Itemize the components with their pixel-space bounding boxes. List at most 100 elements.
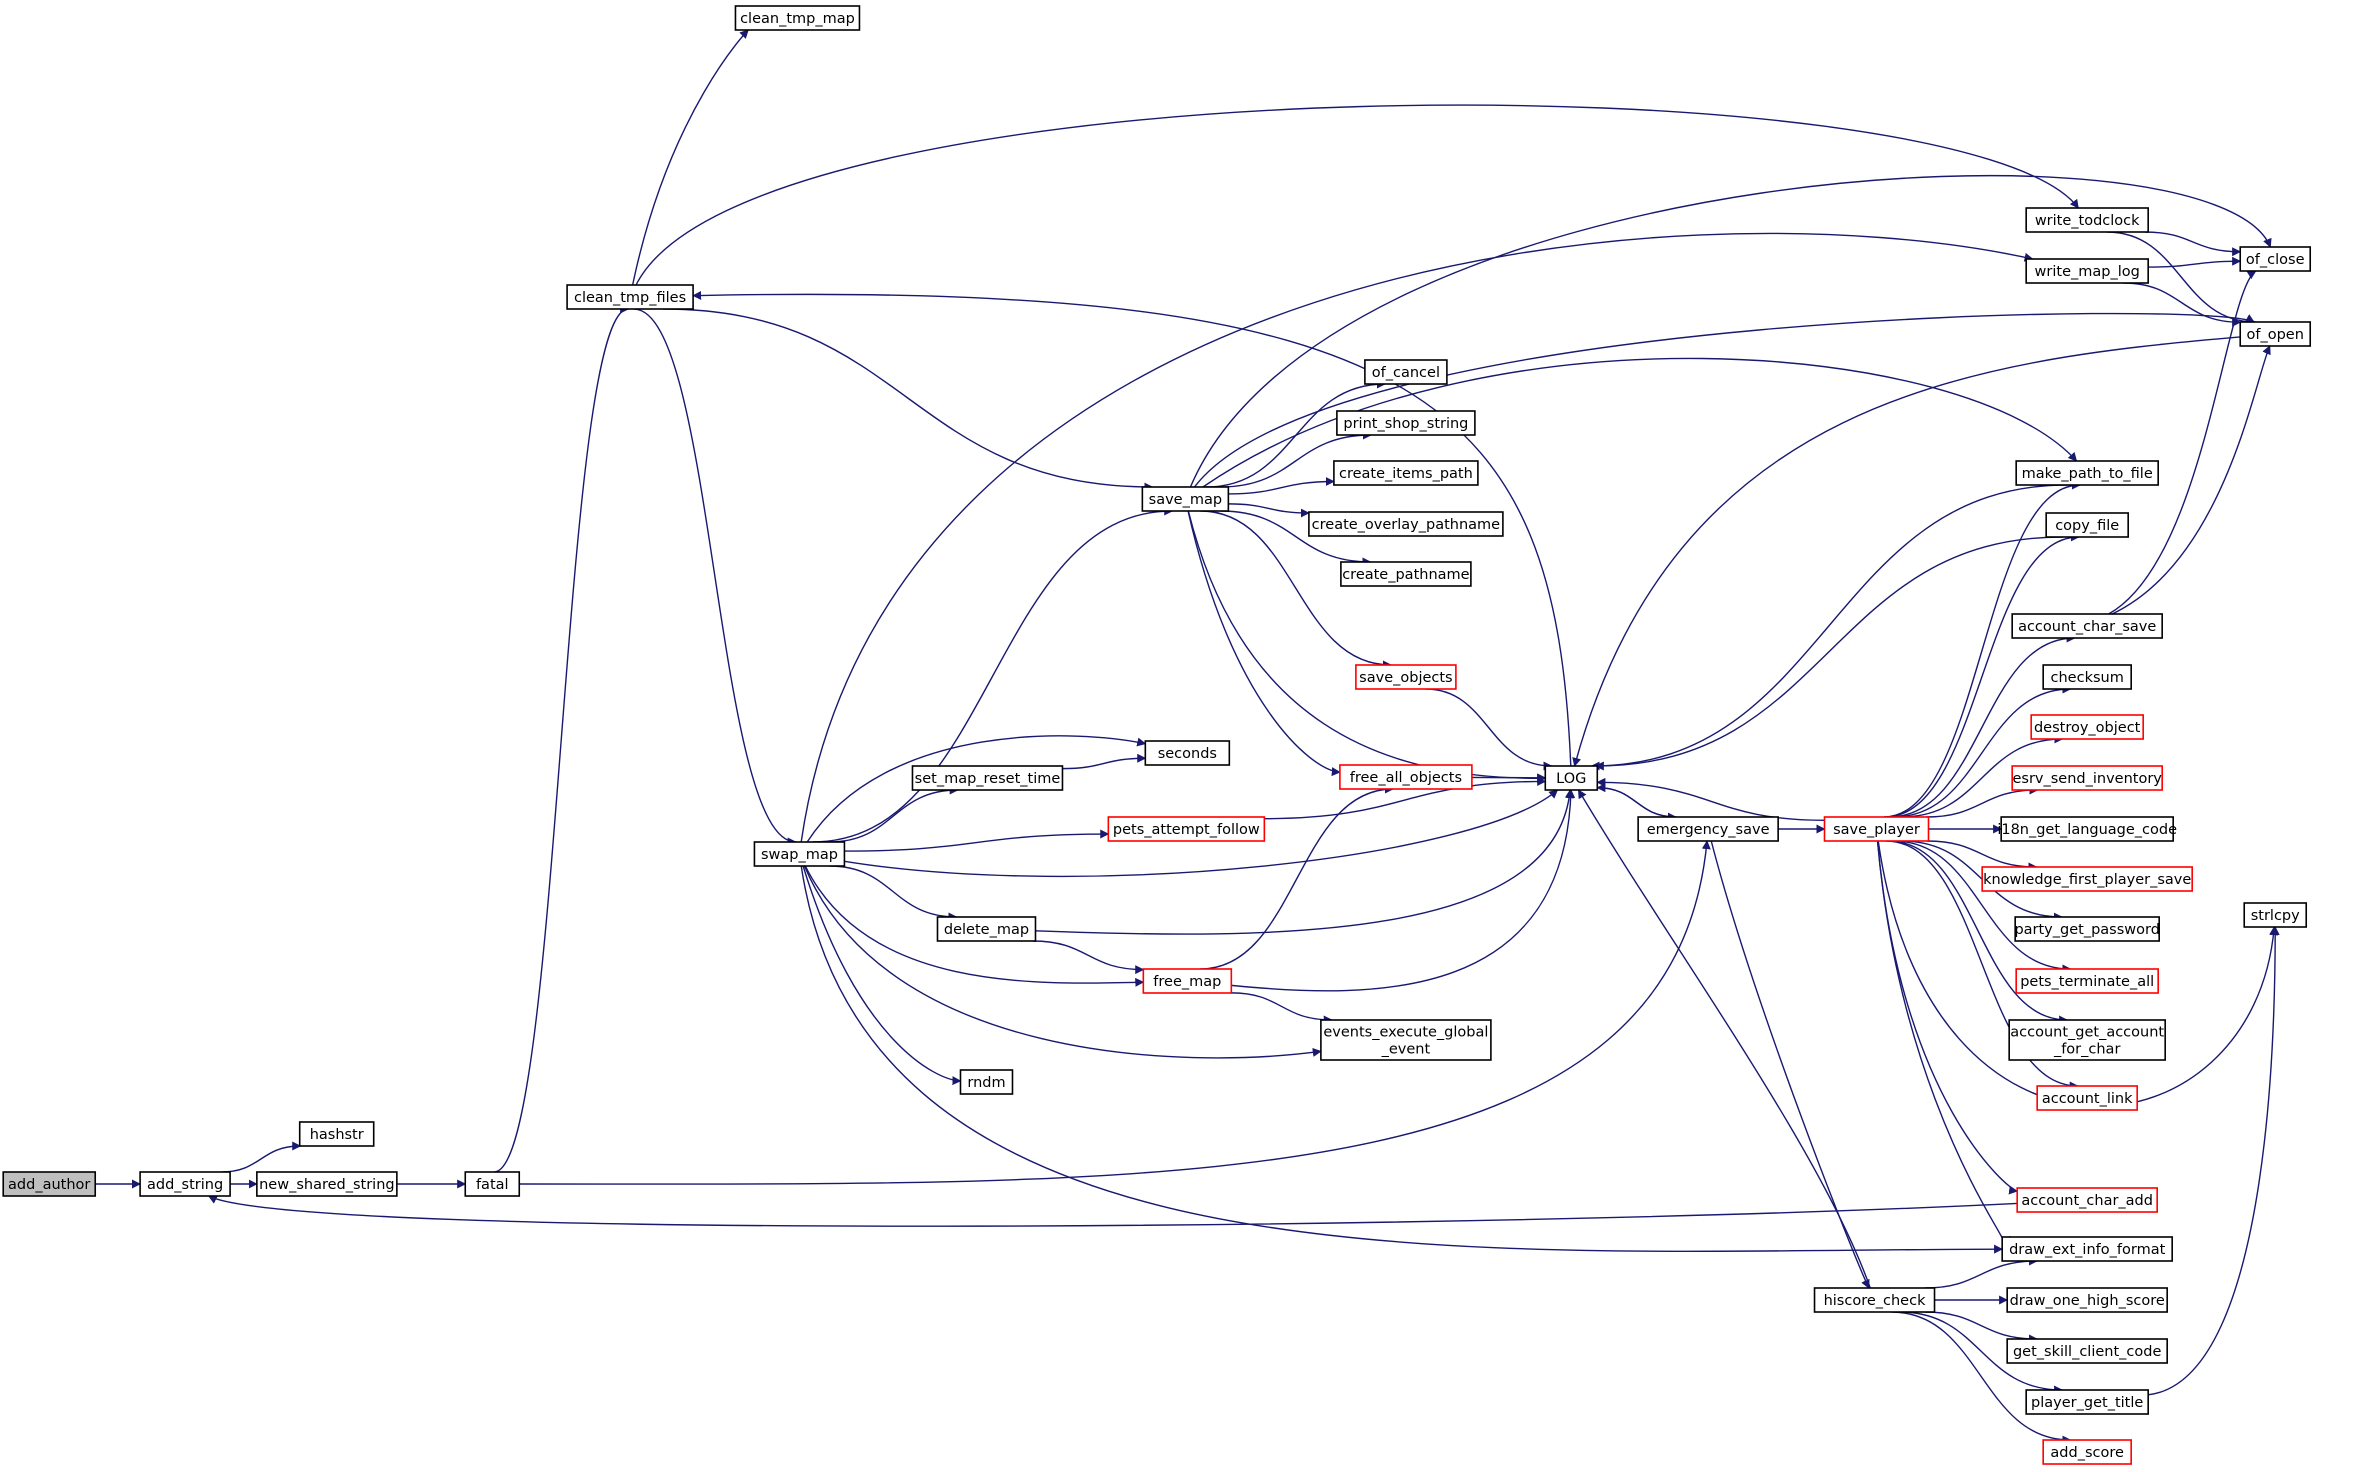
edge-save_map-to-of_open (1193, 312, 2255, 488)
node-pets-terminate-all[interactable]: pets_terminate_all (2015, 968, 2159, 994)
node-box (1142, 968, 1233, 994)
node-make-path-to-file[interactable]: make_path_to_file (2015, 460, 2159, 486)
node-free-map[interactable]: free_map (1142, 968, 1233, 994)
edge-pets_attempt_follow-to-LOG (1264, 776, 1547, 820)
node-label: LOG (1556, 771, 1586, 787)
node-label: create_items_path (1339, 466, 1473, 482)
node-of-open[interactable]: of_open (2239, 321, 2312, 347)
edge-hiscore_check-to-draw_ext_info_format (1924, 1256, 2039, 1289)
edge-account_char_save-to-of_open (2111, 345, 2271, 615)
node-draw-ext-info-format[interactable]: draw_ext_info_format (2001, 1236, 2173, 1262)
node-box (1336, 410, 1476, 436)
node-print-shop-string[interactable]: print_shop_string (1336, 410, 1476, 436)
node-free-all-objects[interactable]: free_all_objects (1339, 764, 1473, 790)
node-box (2000, 816, 2174, 842)
node-box (2016, 1187, 2158, 1213)
edge-set_map_reset_time-to-seconds (1062, 753, 1147, 770)
node-label: free_map (1153, 974, 1221, 990)
edge-save_map-to-create_overlay_pathname (1228, 503, 1310, 518)
node-box (1339, 764, 1473, 790)
node-add-string[interactable]: add_string (139, 1171, 231, 1197)
node-box (2036, 1085, 2138, 1111)
node-account-get-account-for-char[interactable]: account_get_account_for_char (2008, 1019, 2166, 1061)
edge-swap_map-to-delete_map (829, 865, 958, 922)
node-account-char-add[interactable]: account_char_add (2016, 1187, 2158, 1213)
node-add-author[interactable]: add_author (2, 1171, 97, 1197)
node-get-skill-client-code[interactable]: get_skill_client_code (2006, 1338, 2168, 1364)
node-save-map[interactable]: save_map (1141, 486, 1230, 512)
node-label: add_string (147, 1177, 223, 1193)
node-seconds[interactable]: seconds (1144, 740, 1231, 766)
edge-save_player-to-account_get_account_for_char (1888, 840, 2069, 1025)
node-label: account_link (2042, 1091, 2133, 1107)
node-box (1637, 816, 1779, 842)
node-box (2045, 512, 2129, 538)
node-label: add_author (8, 1177, 90, 1193)
node-i18n-get-language-code[interactable]: i18n_get_language_code (1997, 816, 2177, 842)
node-label: fatal (476, 1177, 509, 1193)
node-account-link[interactable]: account_link (2036, 1085, 2138, 1111)
edge-save_map-to-create_items_path (1228, 476, 1335, 495)
node-copy-file[interactable]: copy_file (2045, 512, 2129, 538)
node-clean-tmp-files[interactable]: clean_tmp_files (566, 284, 694, 310)
node-box (1144, 740, 1231, 766)
node-box (936, 916, 1037, 942)
node-strlcpy[interactable]: strlcpy (2243, 902, 2308, 928)
edge-save_player-to-destroy_object (1901, 734, 2064, 818)
edge-delete_map-to-free_map (1032, 940, 1145, 975)
node-box (1813, 1287, 1936, 1313)
node-destroy-object[interactable]: destroy_object (2030, 714, 2144, 740)
edge-clean_tmp_files-to-save_map (663, 308, 1154, 492)
node-party-get-password[interactable]: party_get_password (2014, 916, 2160, 942)
node-esrv-send-inventory[interactable]: esrv_send_inventory (2011, 765, 2163, 791)
node-box (1141, 486, 1230, 512)
node-fatal[interactable]: fatal (464, 1171, 521, 1197)
node-account-char-save[interactable]: account_char_save (2011, 613, 2163, 639)
node-box (2025, 258, 2149, 284)
edge-save_map-to-create_pathname (1220, 510, 1372, 567)
node-set-map-reset-time[interactable]: set_map_reset_time (911, 765, 1064, 791)
node-label: of_cancel (1372, 365, 1440, 381)
node-delete-map[interactable]: delete_map (936, 916, 1037, 942)
node-create-pathname[interactable]: create_pathname (1340, 561, 1472, 587)
node-swap-map[interactable]: swap_map (753, 841, 846, 867)
node-write-map-log[interactable]: write_map_log (2025, 258, 2149, 284)
node-label: make_path_to_file (2022, 466, 2153, 482)
node-label: save_map (1149, 492, 1222, 508)
node-hashstr[interactable]: hashstr (298, 1121, 375, 1147)
node-save-player[interactable]: save_player (1823, 816, 1930, 842)
edge-clean_tmp_files-to-clean_tmp_map (631, 29, 749, 286)
edge-swap_map-to-events_execute_global_event (803, 865, 1322, 1059)
node-label: draw_one_high_score (2010, 1293, 2165, 1309)
node-of-cancel[interactable]: of_cancel (1364, 359, 1448, 385)
node-of-close[interactable]: of_close (2239, 246, 2312, 272)
edges-layer (95, 29, 2280, 1445)
node-box (2239, 321, 2312, 347)
node-hiscore-check[interactable]: hiscore_check (1813, 1287, 1936, 1313)
node-label: get_skill_client_code (2013, 1344, 2161, 1360)
node-knowledge-first-player-save[interactable]: knowledge_first_player_save (1981, 866, 2193, 892)
node-pets-attempt-follow[interactable]: pets_attempt_follow (1107, 816, 1266, 842)
node-label: account_get_account (2010, 1025, 2164, 1041)
node-box (959, 1069, 1014, 1095)
node-create-items-path[interactable]: create_items_path (1333, 460, 1479, 486)
node-checksum[interactable]: checksum (2042, 664, 2132, 690)
node-events-execute-global-event[interactable]: events_execute_global_event (1320, 1019, 1492, 1061)
node-draw-one-high-score[interactable]: draw_one_high_score (2006, 1287, 2168, 1313)
node-label: hashstr (310, 1127, 364, 1143)
node-add-score[interactable]: add_score (2042, 1439, 2132, 1465)
node-rndm[interactable]: rndm (959, 1069, 1014, 1095)
node-clean-tmp-map[interactable]: clean_tmp_map (734, 5, 861, 31)
node-LOG[interactable]: LOG (1544, 765, 1599, 791)
node-create-overlay-pathname[interactable]: create_overlay_pathname (1308, 511, 1504, 537)
node-player-get-title[interactable]: player_get_title (2025, 1389, 2149, 1415)
node-save-objects[interactable]: save_objects (1355, 664, 1457, 690)
edge-write_map_log-to-of_open (2122, 282, 2242, 327)
node-emergency-save[interactable]: emergency_save (1637, 816, 1779, 842)
node-box (2015, 460, 2159, 486)
node-new-shared-string[interactable]: new_shared_string (256, 1171, 398, 1197)
node-write-todclock[interactable]: write_todclock (2025, 207, 2149, 233)
node-box (1107, 816, 1266, 842)
node-box (2042, 664, 2132, 690)
